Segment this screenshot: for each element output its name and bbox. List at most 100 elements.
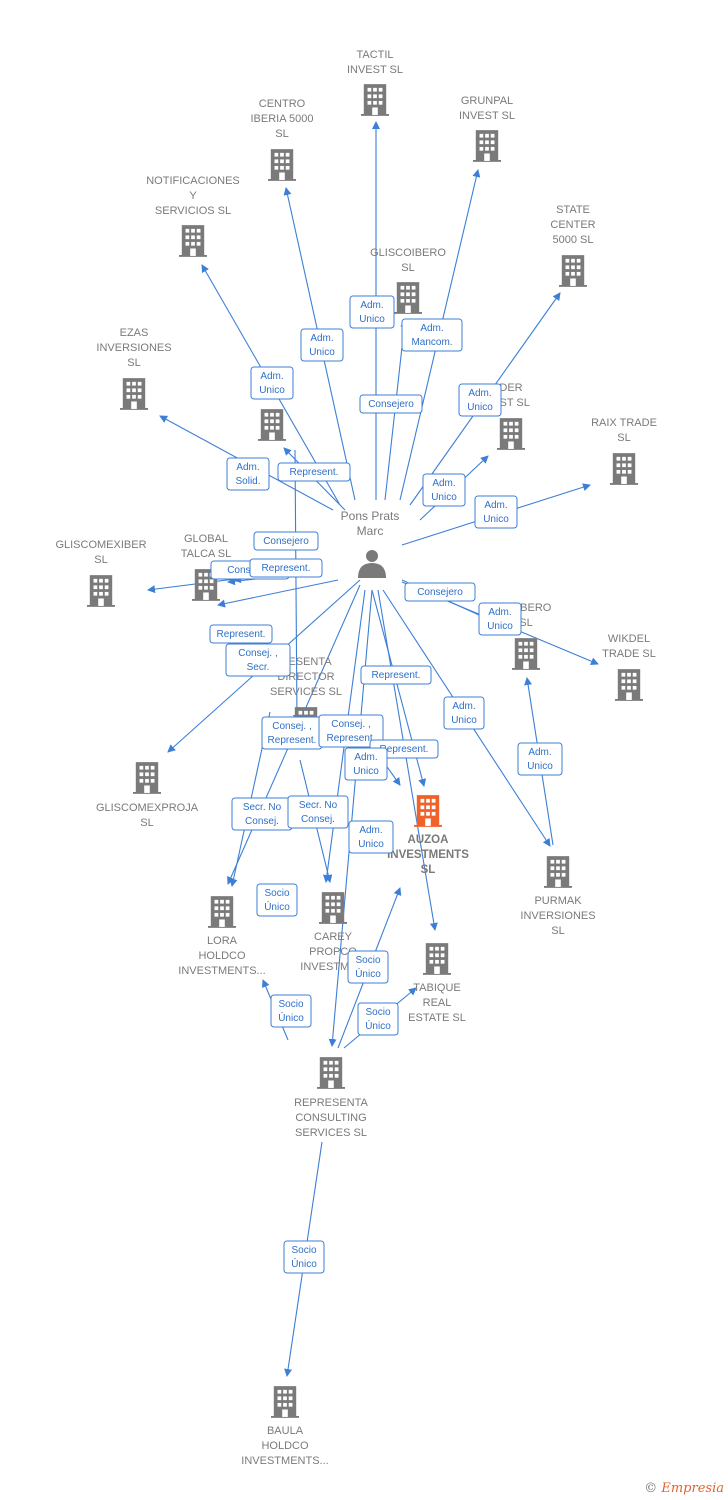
relation-box xyxy=(401,318,463,352)
company-label: CAREY xyxy=(314,931,353,943)
relation-box xyxy=(474,495,518,529)
relation-box xyxy=(283,1240,325,1274)
relation-text: Unico xyxy=(359,314,385,325)
relation-text: Adm. xyxy=(488,607,511,618)
company-label: INVEST SL xyxy=(459,110,515,122)
relation-text: Único xyxy=(264,900,290,913)
relation-label-12[interactable]: Represent. xyxy=(249,558,323,578)
relation-text: Socio xyxy=(291,1245,316,1256)
relation-box xyxy=(226,457,270,491)
person-label: Marc xyxy=(357,524,384,538)
relation-label-17[interactable]: Represent. xyxy=(360,665,432,685)
building-icon xyxy=(361,84,389,116)
building-icon xyxy=(87,575,115,607)
company-label: SL xyxy=(519,617,532,629)
relation-label-3[interactable]: Adm.Unico xyxy=(250,366,294,400)
company-node-carey[interactable]: CAREYPROPCOINVESTME... xyxy=(300,892,366,973)
building-icon xyxy=(473,130,501,162)
relation-label-1[interactable]: Adm.Unico xyxy=(300,328,344,362)
relation-label-9[interactable]: Adm.Unico xyxy=(474,495,518,529)
company-label: INVERSIONES xyxy=(96,342,171,354)
relation-box xyxy=(360,665,432,685)
edge-line-24 xyxy=(292,449,301,723)
relation-text: Represent. xyxy=(262,563,311,574)
relation-label-8[interactable]: Adm.Unico xyxy=(422,473,466,507)
relation-box xyxy=(348,820,394,854)
building-icon xyxy=(559,255,587,287)
relation-box xyxy=(458,383,502,417)
relation-text: Represent. xyxy=(290,467,339,478)
relation-text: Consej. , xyxy=(331,719,370,730)
relation-label-18[interactable]: Adm.Unico xyxy=(443,696,485,730)
company-label: REAL xyxy=(423,997,452,1009)
relation-label-7[interactable]: Represent. xyxy=(277,462,351,482)
relation-text: Socio xyxy=(264,888,289,899)
relation-text: Unico xyxy=(451,715,477,726)
relation-label-6[interactable]: Adm.Solid. xyxy=(226,457,270,491)
relation-text: Adm. xyxy=(432,478,455,489)
company-node-lora[interactable]: LORAHOLDCOINVESTMENTS... xyxy=(178,896,266,977)
relation-box xyxy=(357,1002,399,1036)
relation-label-16[interactable]: Consejero xyxy=(404,582,476,602)
relation-label-13[interactable]: Represent. xyxy=(209,624,273,644)
relation-label-23[interactable]: Adm.Unico xyxy=(517,742,563,776)
company-label: CENTER xyxy=(550,219,595,231)
company-label: SERVICIOS SL xyxy=(155,205,231,217)
company-label: PROPCO xyxy=(309,946,357,958)
relation-label-10[interactable]: Consejero xyxy=(253,531,319,551)
relation-text: Unico xyxy=(467,402,493,413)
relation-label-5[interactable]: Adm.Unico xyxy=(458,383,502,417)
relation-box xyxy=(300,328,344,362)
company-label: SL xyxy=(421,864,436,876)
company-label: DIRECTOR xyxy=(277,671,334,683)
company-node-baula[interactable]: BAULAHOLDCOINVESTMENTS... xyxy=(241,1386,329,1467)
relation-text: Secr. No xyxy=(243,802,282,813)
company-label: EZAS xyxy=(120,327,149,339)
company-label: AUZOA xyxy=(408,834,449,846)
company-label: WIKDEL xyxy=(608,633,650,645)
relation-text: Consej. xyxy=(301,814,335,825)
company-label: PURMAK xyxy=(534,895,582,907)
relation-label-4[interactable]: Consejero xyxy=(359,394,423,414)
footer-brand[interactable]: © Empresia xyxy=(644,1481,724,1496)
relation-label-0[interactable]: Adm.Unico xyxy=(349,295,395,329)
relation-box xyxy=(349,295,395,329)
relation-label-2[interactable]: Adm.Mancom. xyxy=(401,318,463,352)
relations-layer: Adm.UnicoAdm.UnicoAdm.Mancom.Adm.UnicoCo… xyxy=(209,295,563,1274)
relation-label-26[interactable]: Adm.Unico xyxy=(348,820,394,854)
relation-label-22[interactable]: Adm.Unico xyxy=(344,747,388,781)
relation-label-15[interactable]: Consej. ,Secr. xyxy=(225,643,291,677)
company-label: GLISCOMEXIBER xyxy=(55,539,146,551)
company-label: REPRESENTA xyxy=(294,1097,368,1109)
relation-label-20[interactable]: Consej. ,Represent. xyxy=(318,714,384,748)
relation-text: Adm. xyxy=(310,333,333,344)
relation-label-19[interactable]: Consej. ,Represent. xyxy=(261,716,323,750)
relation-label-14[interactable]: Adm.Unico xyxy=(478,602,522,636)
